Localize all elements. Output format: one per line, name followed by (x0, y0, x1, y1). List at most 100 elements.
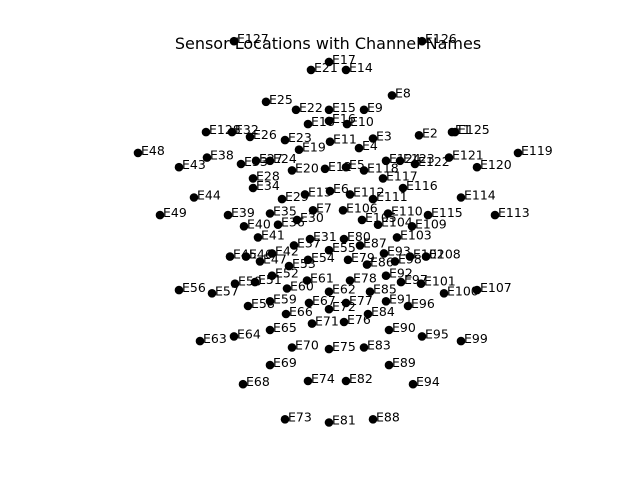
sensor-point-e93 (379, 249, 389, 258)
channel-label-e18: E18 (311, 114, 335, 129)
sensor-point-e96 (403, 301, 413, 311)
sensor-point-e87 (355, 241, 365, 250)
sensor-point-e79 (343, 255, 353, 265)
channel-label-e43: E43 (182, 157, 206, 172)
sensor-point-e103 (392, 233, 402, 242)
sensor-point-e35 (265, 209, 275, 218)
channel-label-e29: E29 (285, 189, 309, 204)
channel-label-e92: E92 (389, 266, 413, 281)
channel-label-e111: E111 (376, 189, 408, 204)
channel-label-e107: E107 (480, 280, 512, 295)
channel-label-e69: E69 (273, 355, 297, 370)
sensor-point-e51 (250, 277, 260, 287)
sensor-point-e84 (363, 309, 373, 319)
sensor-point-e117 (378, 174, 388, 183)
sensor-point-e128 (201, 127, 211, 137)
channel-label-e85: E85 (373, 282, 397, 297)
channel-label-e25: E25 (269, 92, 293, 107)
sensor-point-e47 (255, 257, 265, 266)
sensor-point-e32 (227, 127, 237, 137)
channel-label-e26: E26 (253, 127, 277, 142)
channel-label-e7: E7 (316, 200, 332, 215)
sensor-point-e119 (513, 148, 523, 158)
channel-label-e33: E33 (244, 154, 268, 169)
sensor-point-e4 (354, 143, 364, 153)
channel-label-e56: E56 (182, 280, 206, 295)
sensor-point-e83 (359, 343, 369, 352)
channel-label-e110: E110 (391, 204, 423, 219)
channel-label-e128: E128 (209, 122, 241, 137)
sensor-point-e29 (277, 194, 287, 204)
channel-label-e71: E71 (315, 314, 339, 329)
sensor-point-e125 (450, 127, 460, 137)
channel-label-e55: E55 (332, 240, 356, 255)
sensor-point-e78 (345, 276, 355, 285)
channel-label-e10: E10 (350, 114, 374, 129)
sensor-point-e56 (174, 285, 184, 295)
sensor-point-e116 (398, 183, 408, 193)
sensor-point-e88 (368, 415, 378, 424)
sensor-point-e81 (324, 418, 334, 427)
channel-label-e112: E112 (353, 184, 385, 199)
channel-label-e127: E127 (237, 31, 269, 46)
channel-label-e116: E116 (406, 178, 438, 193)
sensor-point-e102 (405, 252, 415, 261)
channel-label-e35: E35 (273, 204, 297, 219)
channel-label-e66: E66 (289, 304, 313, 319)
channel-label-e93: E93 (387, 243, 411, 258)
channel-label-e65: E65 (273, 320, 297, 335)
sensor-point-e62 (324, 287, 334, 297)
sensor-point-e100 (439, 289, 449, 298)
sensor-point-e20 (287, 166, 297, 175)
channel-label-e38: E38 (210, 148, 234, 163)
sensor-point-e27 (251, 156, 261, 166)
sensor-point-e111 (368, 194, 378, 204)
channel-label-e19: E19 (302, 140, 326, 155)
sensor-point-e30 (292, 215, 302, 225)
channel-label-e42: E42 (275, 243, 299, 258)
sensor-point-e123 (395, 156, 405, 166)
sensor-point-e120 (472, 162, 482, 172)
sensor-point-e61 (302, 276, 312, 285)
channel-label-e62: E62 (332, 282, 356, 297)
sensor-point-e5 (341, 162, 351, 172)
sensor-point-e52 (267, 271, 277, 281)
channel-label-e119: E119 (521, 143, 553, 158)
channel-label-e118: E118 (367, 160, 399, 175)
channel-label-e39: E39 (231, 205, 255, 220)
channel-label-e44: E44 (197, 188, 221, 203)
channel-label-e61: E61 (310, 271, 334, 286)
channel-label-e57: E57 (215, 283, 239, 298)
sensor-point-e6 (325, 186, 335, 196)
sensor-point-e95 (417, 332, 427, 341)
sensor-point-e57 (207, 289, 217, 298)
sensor-point-e64 (229, 332, 239, 341)
channel-label-e121: E121 (452, 148, 484, 163)
sensor-point-e14 (341, 65, 351, 75)
sensor-point-e59 (265, 297, 275, 306)
sensor-point-e60 (282, 284, 292, 293)
sensor-point-e113 (490, 210, 500, 220)
channel-label-e106: E106 (346, 200, 378, 215)
channel-label-e67: E67 (312, 293, 336, 308)
sensor-point-e24 (265, 156, 275, 166)
channel-label-e68: E68 (246, 374, 270, 389)
channel-label-e48: E48 (141, 143, 165, 158)
channel-label-e75: E75 (332, 339, 356, 354)
channel-label-e16: E16 (332, 111, 356, 126)
sensor-point-e21 (306, 65, 316, 75)
channel-label-e34: E34 (256, 178, 280, 193)
sensor-point-e67 (304, 298, 314, 308)
channel-label-e77: E77 (349, 293, 373, 308)
sensor-point-e13 (300, 190, 310, 199)
sensor-point-e55 (324, 245, 334, 255)
channel-label-e4: E4 (362, 138, 378, 153)
channel-label-e14: E14 (349, 60, 373, 75)
sensor-point-e108 (421, 252, 431, 261)
channel-label-e82: E82 (349, 371, 373, 386)
channel-label-e46: E46 (249, 247, 273, 262)
channel-label-e122: E122 (418, 154, 450, 169)
sensor-point-e85 (365, 287, 375, 297)
sensor-point-e50 (230, 279, 240, 289)
channel-label-e24: E24 (273, 151, 297, 166)
